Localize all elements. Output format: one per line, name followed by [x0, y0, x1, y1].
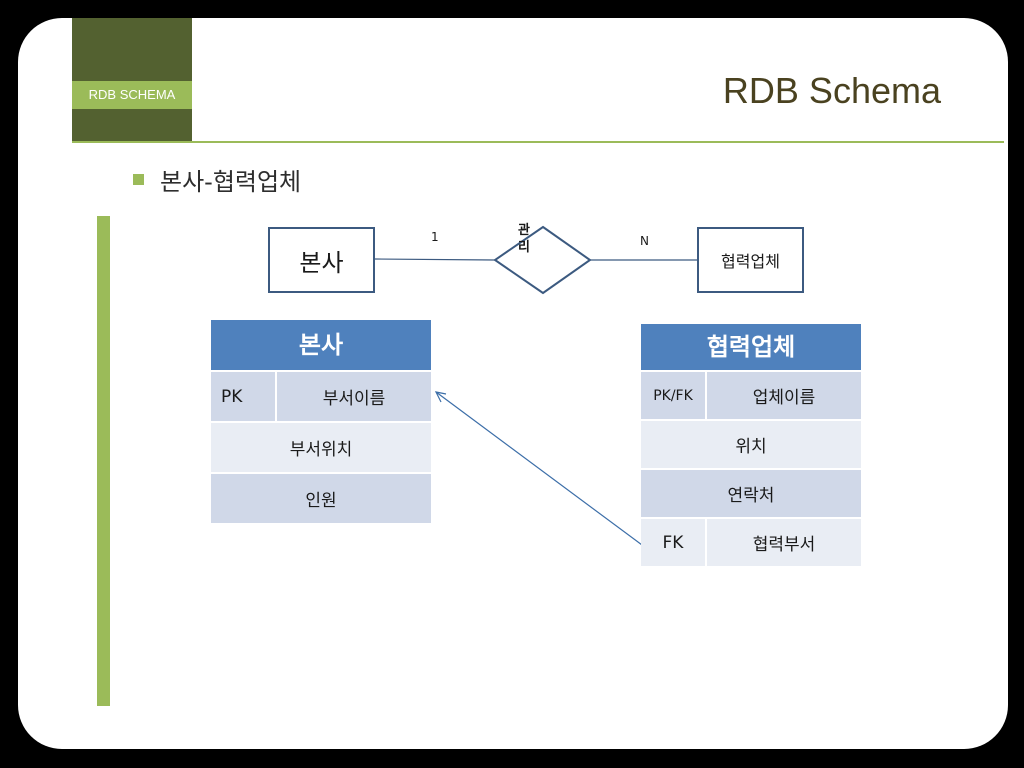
table-partner-value-cell: 연락처 — [641, 470, 861, 517]
entity-label-partner: 협력업체 — [721, 252, 780, 271]
table-row: 위치 — [641, 419, 861, 468]
relationship-label-line-2: 리 — [518, 240, 530, 255]
table-hq: 본사 PK 부서이름 부서위치 인원 — [211, 320, 431, 523]
entity-label-hq: 본사 — [299, 248, 344, 277]
section-tag: RDB SCHEMA — [72, 18, 192, 141]
section-tag-label: RDB SCHEMA — [72, 81, 192, 109]
cardinality-right: N — [640, 234, 649, 248]
relationship-label: 관 리 — [497, 222, 551, 256]
table-partner-value-cell: 협력부서 — [707, 519, 861, 566]
table-hq-key-cell: PK — [211, 372, 277, 421]
table-partner-key-cell: PK/FK — [641, 372, 707, 419]
table-hq-value-cell: 부서이름 — [277, 372, 431, 421]
table-partner-header: 협력업체 — [641, 324, 861, 370]
bullet-square-icon — [133, 174, 144, 185]
slide-title: RDB Schema — [722, 70, 941, 111]
title-underline — [72, 141, 1004, 143]
cardinality-left: 1 — [431, 230, 439, 244]
table-partner-value-cell: 업체이름 — [707, 372, 861, 419]
table-partner-key-cell: FK — [641, 519, 707, 566]
table-row: PK/FK 업체이름 — [641, 370, 861, 419]
table-partner-value-cell: 위치 — [641, 421, 861, 468]
table-hq-header: 본사 — [211, 320, 431, 370]
relationship-line-left — [374, 258, 496, 261]
table-row: PK 부서이름 — [211, 370, 431, 421]
entity-box-hq: 본사 — [268, 227, 375, 293]
table-hq-value-cell: 인원 — [211, 474, 431, 523]
table-row: FK 협력부서 — [641, 517, 861, 566]
table-row: 연락처 — [641, 468, 861, 517]
table-hq-value-cell: 부서위치 — [211, 423, 431, 472]
entity-box-partner: 협력업체 — [697, 227, 804, 293]
foreign-key-arrow-line — [435, 391, 643, 546]
foreign-key-arrowhead — [434, 391, 447, 403]
relationship-diamond — [493, 225, 592, 295]
table-partner: 협력업체 PK/FK 업체이름 위치 연락처 FK 협력부서 — [641, 324, 861, 566]
bullet-text: 본사-협력업체 — [160, 168, 302, 196]
table-row: 인원 — [211, 472, 431, 523]
relationship-label-line-1: 관 — [518, 223, 530, 238]
table-row: 부서위치 — [211, 421, 431, 472]
side-accent-bar — [97, 216, 110, 706]
